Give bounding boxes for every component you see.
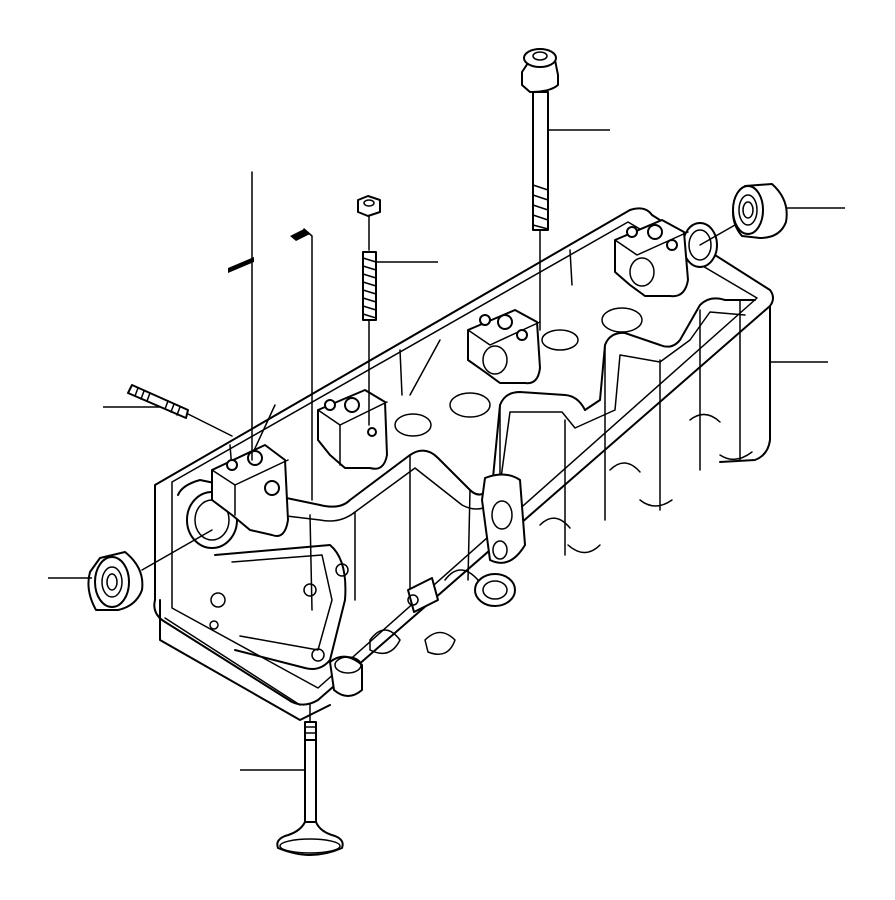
camshaft-seal-right	[699, 183, 788, 246]
cylinder-head	[153, 207, 774, 721]
head-bolt	[521, 48, 559, 331]
callout-leaders	[48, 129, 845, 771]
manifold-stud	[127, 384, 233, 437]
dowel-pin-2	[290, 228, 313, 501]
valve	[276, 704, 344, 856]
bearing-cap-2	[317, 389, 388, 470]
dowel-pin-1	[228, 171, 254, 461]
bearing-cap-1	[211, 444, 289, 537]
camshaft-seal-left	[87, 529, 213, 611]
stud-with-nut	[357, 195, 381, 426]
bearing-cap-4	[614, 219, 689, 298]
bearing-cap-3	[467, 309, 541, 385]
